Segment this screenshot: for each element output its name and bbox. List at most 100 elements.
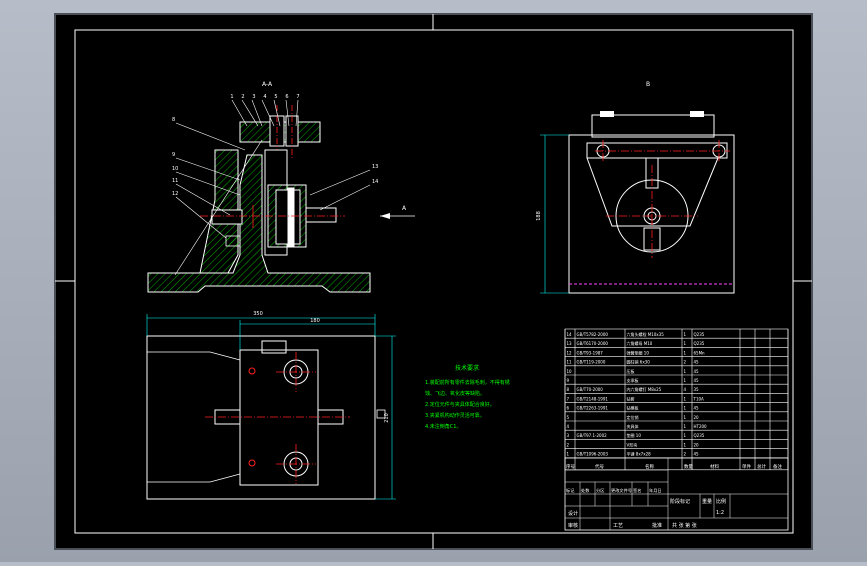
bom-cell: 2 — [684, 360, 687, 365]
svg-text:重量: 重量 — [702, 498, 712, 505]
svg-text:共 张 第 张: 共 张 第 张 — [672, 522, 697, 529]
svg-text:审核: 审核 — [568, 522, 578, 529]
note-line: 1.装配前所有零件去除毛刺，不得有锈 — [425, 379, 510, 386]
side-view[interactable]: B 188 — [536, 81, 735, 294]
bom-cell: 9 — [567, 378, 570, 383]
part-balloon: 14 — [372, 179, 378, 185]
bom-cell: 35 — [694, 387, 700, 392]
title-block: 标记处数分区更改文件号签名年月日 设计 审核 工艺 阶段标记 重量 比例 1:2… — [564, 457, 789, 531]
bom-cell: GB/T2148-1991 — [577, 396, 609, 401]
part-number-balloons-top: 1 2 3 4 5 6 7 — [230, 94, 299, 100]
bom-cell: 1 — [684, 369, 687, 374]
part-balloon: 3 — [252, 94, 255, 100]
svg-text:比例: 比例 — [716, 498, 726, 505]
bom-cell: GB/T93-1987 — [577, 350, 604, 355]
bom-header-cell: 数量 — [684, 463, 693, 470]
bom-cell: 1 — [684, 332, 687, 337]
bom-cell: GB/T97.1-2002 — [577, 433, 608, 438]
bom-cell: T10A — [693, 396, 705, 401]
part-balloon: 10 — [172, 166, 178, 172]
bom-cell: 45 — [694, 452, 700, 457]
part-balloon: 6 — [285, 94, 288, 100]
note-line: 蚀、飞边、氧化皮等缺陷。 — [425, 390, 485, 397]
plan-width-dim: 350 — [253, 311, 263, 317]
plan-inner-dim: 180 — [310, 318, 320, 324]
part-balloon: 5 — [274, 94, 277, 100]
bom-header-cell: 材料 — [710, 463, 719, 470]
part-balloon: 7 — [296, 94, 299, 100]
notes-title: 技术要求 — [455, 364, 479, 372]
bom-cell: 20 — [694, 415, 700, 420]
bom-cell: GB/T5782-2000 — [577, 332, 609, 337]
bom-cell: 1 — [684, 341, 687, 346]
title-block-label: 处数 — [581, 487, 590, 494]
bom-cell: 1 — [684, 433, 687, 438]
bom-cell: 1 — [684, 442, 687, 447]
direction-arrow-label: A — [402, 205, 407, 212]
note-line: 2.定位元件与夹具体配合良好。 — [425, 401, 495, 408]
bom-cell: 11 — [567, 360, 573, 365]
bom-cell: 45 — [694, 378, 700, 383]
part-balloon: 2 — [241, 94, 244, 100]
bom-cell: 4 — [567, 424, 570, 429]
bom-cell: V形块 — [627, 441, 638, 447]
bom-cell: 13 — [567, 341, 573, 346]
bom-cell: 1 — [684, 406, 687, 411]
bom-cell: 1 — [567, 452, 570, 457]
bom-cell: 10 — [567, 369, 573, 374]
svg-text:设计: 设计 — [568, 510, 578, 517]
side-view-label: B — [646, 81, 650, 88]
bom-cell: 夹具体 — [627, 423, 639, 429]
bom-cell: 平键 8x7x28 — [627, 451, 652, 457]
bom-cell: 1 — [684, 415, 687, 420]
part-balloon: 4 — [263, 94, 266, 100]
bom-cell: GB/T70-2000 — [577, 387, 604, 392]
svg-text:1:2: 1:2 — [716, 510, 724, 516]
bom-cell: 7 — [567, 396, 570, 401]
part-balloon: 8 — [172, 117, 175, 123]
bom-cell: 支承板 — [627, 377, 639, 383]
svg-text:批准: 批准 — [652, 522, 662, 529]
bom-cell: 2 — [567, 442, 570, 447]
plan-view[interactable]: 350 180 210 — [146, 311, 396, 500]
title-block-label: 标记 — [566, 487, 575, 494]
bom-cell: 6 — [567, 406, 570, 411]
svg-text:工艺: 工艺 — [613, 523, 623, 529]
bom-cell: 5 — [567, 415, 570, 420]
bom-header-cell: 总计 — [757, 463, 766, 470]
bom-cell: 4 — [684, 387, 687, 392]
bom-cell: 45 — [694, 360, 700, 365]
bom-row[interactable]: 10 压板 1 45 — [567, 368, 700, 374]
title-block-label: 分区 — [596, 487, 604, 494]
bom-header-cell: 单件 — [742, 463, 751, 470]
bom-cell: Q235 — [694, 433, 705, 438]
part-balloon: 1 — [230, 94, 233, 100]
bom-cell: GB/T6170-2000 — [577, 341, 609, 346]
part-balloon: 12 — [172, 191, 178, 197]
side-height-dim: 188 — [536, 211, 542, 221]
bom-cell: 3 — [567, 433, 570, 438]
bom-cell: HT200 — [694, 424, 708, 429]
bom-header-cell: 代号 — [595, 463, 604, 470]
bom-cell: 六角头螺栓 M10x35 — [627, 331, 665, 337]
bom-cell: 压板 — [627, 368, 635, 374]
bom-cell: 1 — [684, 350, 687, 355]
bom-cell: 45 — [694, 369, 700, 374]
